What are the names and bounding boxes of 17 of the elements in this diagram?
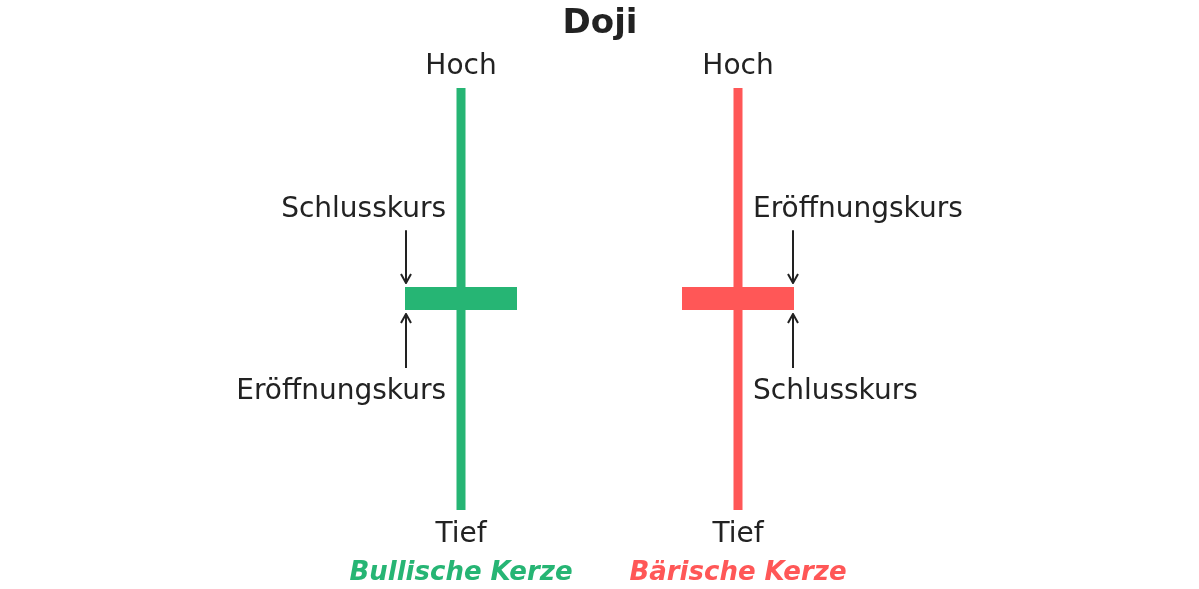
low-label: Tief: [435, 517, 487, 550]
price-label: Eröffnungskurs: [236, 374, 446, 407]
candle-caption: Bärische Kerze: [629, 557, 847, 586]
candle-body: [682, 287, 794, 310]
arrow: [787, 313, 799, 369]
high-label: Hoch: [702, 49, 774, 82]
price-label: Eröffnungskurs: [753, 192, 963, 225]
arrow: [400, 313, 412, 369]
low-label: Tief: [712, 517, 764, 550]
price-label: Schlusskurs: [753, 374, 918, 407]
high-label: Hoch: [425, 49, 497, 82]
title: Doji: [562, 2, 638, 42]
arrow: [787, 229, 799, 284]
arrow: [400, 229, 412, 284]
candle-body: [405, 287, 517, 310]
price-label: Schlusskurs: [281, 192, 446, 225]
candle-caption: Bullische Kerze: [349, 557, 573, 586]
